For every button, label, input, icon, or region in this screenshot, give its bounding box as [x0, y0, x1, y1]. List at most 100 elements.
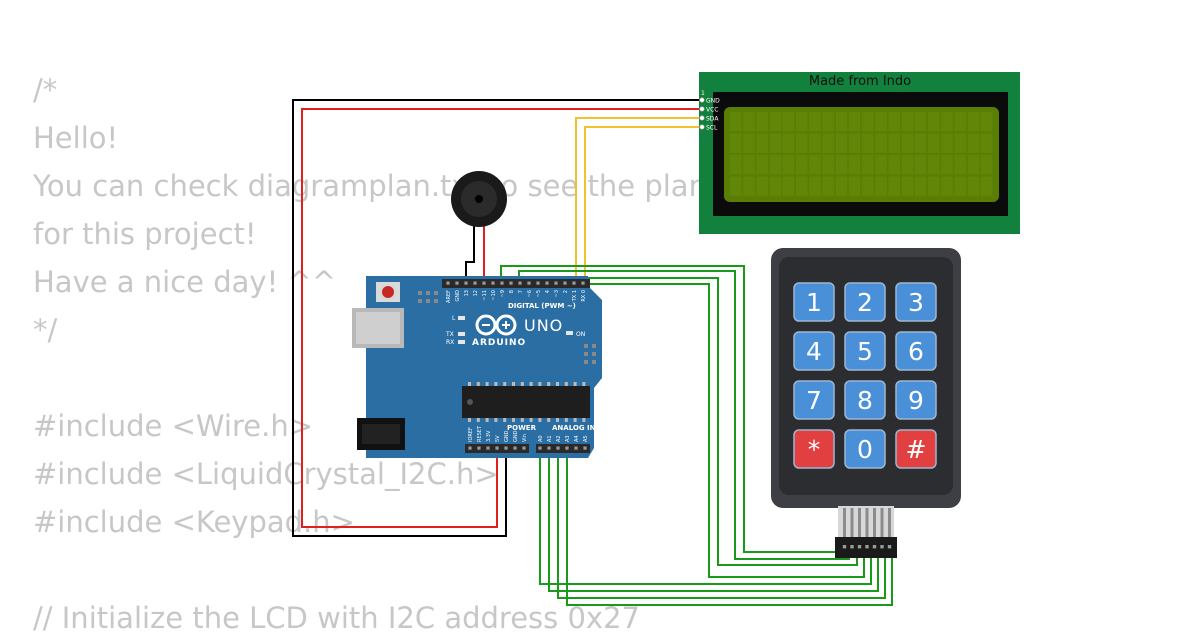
connector-pin[interactable] [842, 545, 847, 549]
keypad-key-7[interactable]: 7 [793, 380, 835, 420]
digital-pin-label: ~5 [536, 290, 542, 297]
keypad-key-6[interactable]: 6 [895, 331, 937, 371]
lcd-char-cell [967, 133, 980, 153]
lcd-char-cell [822, 112, 834, 132]
digital-header-pin[interactable] [482, 281, 486, 285]
digital-header-pin[interactable] [491, 281, 495, 285]
power-header-pin[interactable] [522, 446, 526, 450]
chip-legs [468, 382, 586, 422]
wire-keypad-1[interactable] [500, 265, 842, 553]
digital-label: DIGITAL (PWM ~) [508, 302, 576, 310]
digital-header-pin[interactable] [554, 281, 558, 285]
keypad-key-label: 0 [857, 435, 873, 464]
keypad-key-1[interactable]: 1 [793, 282, 835, 322]
digital-header-pin[interactable] [545, 281, 549, 285]
wire-scl-yellow[interactable] [584, 126, 702, 448]
connector-pin[interactable] [887, 545, 892, 549]
digital-header-pin[interactable] [509, 281, 513, 285]
lcd-pin[interactable] [699, 124, 705, 130]
lcd-char-cell [756, 155, 768, 175]
power-header-pin[interactable] [477, 446, 481, 450]
wire-keypad-2[interactable] [518, 270, 850, 560]
power-pin-label: IOREF [468, 427, 474, 442]
keypad-key-label: 2 [857, 288, 873, 317]
wire-vcc-red[interactable] [301, 108, 702, 528]
power-pin-label: 3.3V [486, 430, 492, 442]
lcd-char-cell [862, 155, 874, 175]
led-on-label: ON [576, 331, 585, 338]
lcd-pin-label: SDA [706, 116, 719, 123]
buzzer[interactable] [451, 171, 507, 227]
power-header-pin[interactable] [556, 446, 560, 450]
digital-header-pin[interactable] [572, 281, 576, 285]
keypad-key-label: 3 [908, 288, 924, 317]
lcd-char-cell [848, 133, 861, 153]
digital-header-pin[interactable] [464, 281, 468, 285]
lcd-char-cell [730, 133, 742, 153]
lcd-pin[interactable] [699, 97, 705, 103]
digital-header-pin[interactable] [455, 281, 459, 285]
wire-keypad-10[interactable] [557, 448, 886, 599]
lcd-char-cell [743, 112, 755, 132]
keypad-key-2[interactable]: 2 [844, 282, 886, 322]
power-header-pin[interactable] [574, 446, 578, 450]
lcd-pin[interactable] [699, 106, 705, 112]
keypad-key-hash[interactable]: # [895, 429, 937, 469]
keypad-key-3[interactable]: 3 [895, 282, 937, 322]
power-header-pin[interactable] [495, 446, 499, 450]
digital-header-pin[interactable] [536, 281, 540, 285]
lcd-char-cell [888, 133, 900, 153]
digital-header-pin[interactable] [446, 281, 450, 285]
chip-leg [547, 382, 551, 386]
keypad-key-star[interactable]: * [793, 429, 835, 469]
code-line: Have a nice day! ^^ [33, 265, 337, 299]
lcd-char-cell [809, 112, 821, 132]
wire-buzzer-black[interactable] [465, 226, 475, 285]
ribbon-trace [880, 508, 884, 538]
power-header-pin[interactable] [538, 446, 542, 450]
digital-header-pin[interactable] [527, 281, 531, 285]
lcd-pin-label: SCL [706, 125, 718, 132]
keypad-key-5[interactable]: 5 [844, 331, 886, 371]
lcd-char-cell [941, 176, 953, 196]
keypad-key-9[interactable]: 9 [895, 380, 937, 420]
led-rx-label: RX [446, 339, 454, 346]
led-tx [458, 332, 465, 336]
power-header-pin[interactable] [583, 446, 587, 450]
digital-header-pin[interactable] [473, 281, 477, 285]
connector-pin[interactable] [872, 545, 877, 549]
power-header-pin[interactable] [486, 446, 490, 450]
keypad-key-4[interactable]: 4 [793, 331, 835, 371]
keypad-key-0[interactable]: 0 [844, 429, 886, 469]
wire-gnd-black[interactable] [292, 99, 702, 537]
digital-header-pin[interactable] [500, 281, 504, 285]
lcd-char-cell [782, 112, 795, 132]
power-header-pin[interactable] [468, 446, 472, 450]
digital-header-pin[interactable] [563, 281, 567, 285]
keypad-key-8[interactable]: 8 [844, 380, 886, 420]
connector-pin[interactable] [880, 545, 884, 549]
digital-header-pin[interactable] [581, 281, 585, 285]
lcd-char-cell [888, 155, 900, 175]
power-header-pin[interactable] [504, 446, 508, 450]
connector-pin[interactable] [865, 545, 869, 549]
lcd-char-cell [941, 112, 953, 132]
keypad-ribbon-traces [843, 508, 891, 538]
lcd-char-cell [782, 176, 795, 196]
digital-header-pin[interactable] [518, 281, 522, 285]
power-header-pin[interactable] [565, 446, 569, 450]
wire-keypad-11[interactable] [566, 448, 893, 606]
wire-keypad-8[interactable] [539, 448, 872, 585]
wire-keypad-9[interactable] [548, 448, 879, 592]
lcd-char-cell [822, 133, 834, 153]
power-header-pin[interactable] [513, 446, 517, 450]
power-pin-label: A0 [538, 435, 544, 442]
lcd-pin[interactable] [699, 115, 705, 121]
connector-pin[interactable] [850, 545, 854, 549]
power-header-pin[interactable] [547, 446, 551, 450]
connector-pin[interactable] [857, 545, 862, 549]
